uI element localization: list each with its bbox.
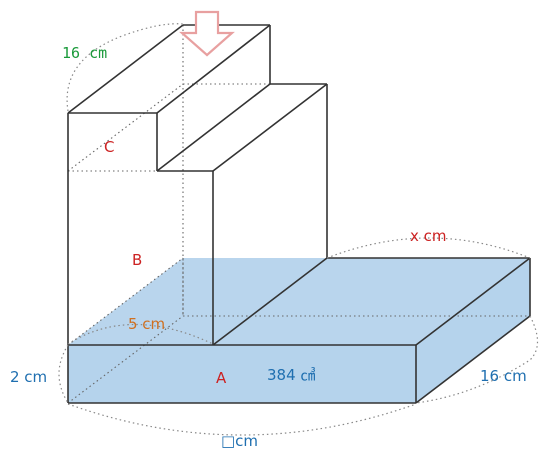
label-volume: 384 ㎤ bbox=[267, 366, 315, 384]
base-front-face bbox=[68, 345, 416, 403]
label-unknown-length: x cm bbox=[410, 227, 447, 245]
arc-step bbox=[67, 324, 214, 345]
label-part-c: C bbox=[104, 138, 114, 156]
label-part-a: A bbox=[216, 369, 227, 387]
label-part-b: B bbox=[132, 251, 142, 269]
visible-edges bbox=[67, 24, 531, 404]
label-height: 2 cm bbox=[10, 368, 47, 386]
base-top-face bbox=[68, 258, 530, 345]
arc-unknown-length bbox=[326, 237, 531, 259]
label-step: 5 cm bbox=[128, 315, 165, 333]
arc-top-width bbox=[66, 23, 184, 112]
base-right-face bbox=[416, 258, 530, 403]
base-block-a bbox=[68, 258, 530, 403]
down-arrow-icon bbox=[179, 10, 235, 57]
dimension-arcs bbox=[58, 23, 539, 436]
label-top-width: 16 cm bbox=[62, 44, 107, 62]
labels: A B C 384 ㎤ 16 cm x cm 5 cm 2 cm 16 cm □… bbox=[10, 44, 527, 450]
arc-height bbox=[58, 344, 69, 404]
arc-depth bbox=[415, 315, 539, 404]
arc-base-length bbox=[67, 403, 417, 436]
label-depth: 16 cm bbox=[480, 367, 527, 385]
label-base-length: □cm bbox=[221, 432, 258, 450]
